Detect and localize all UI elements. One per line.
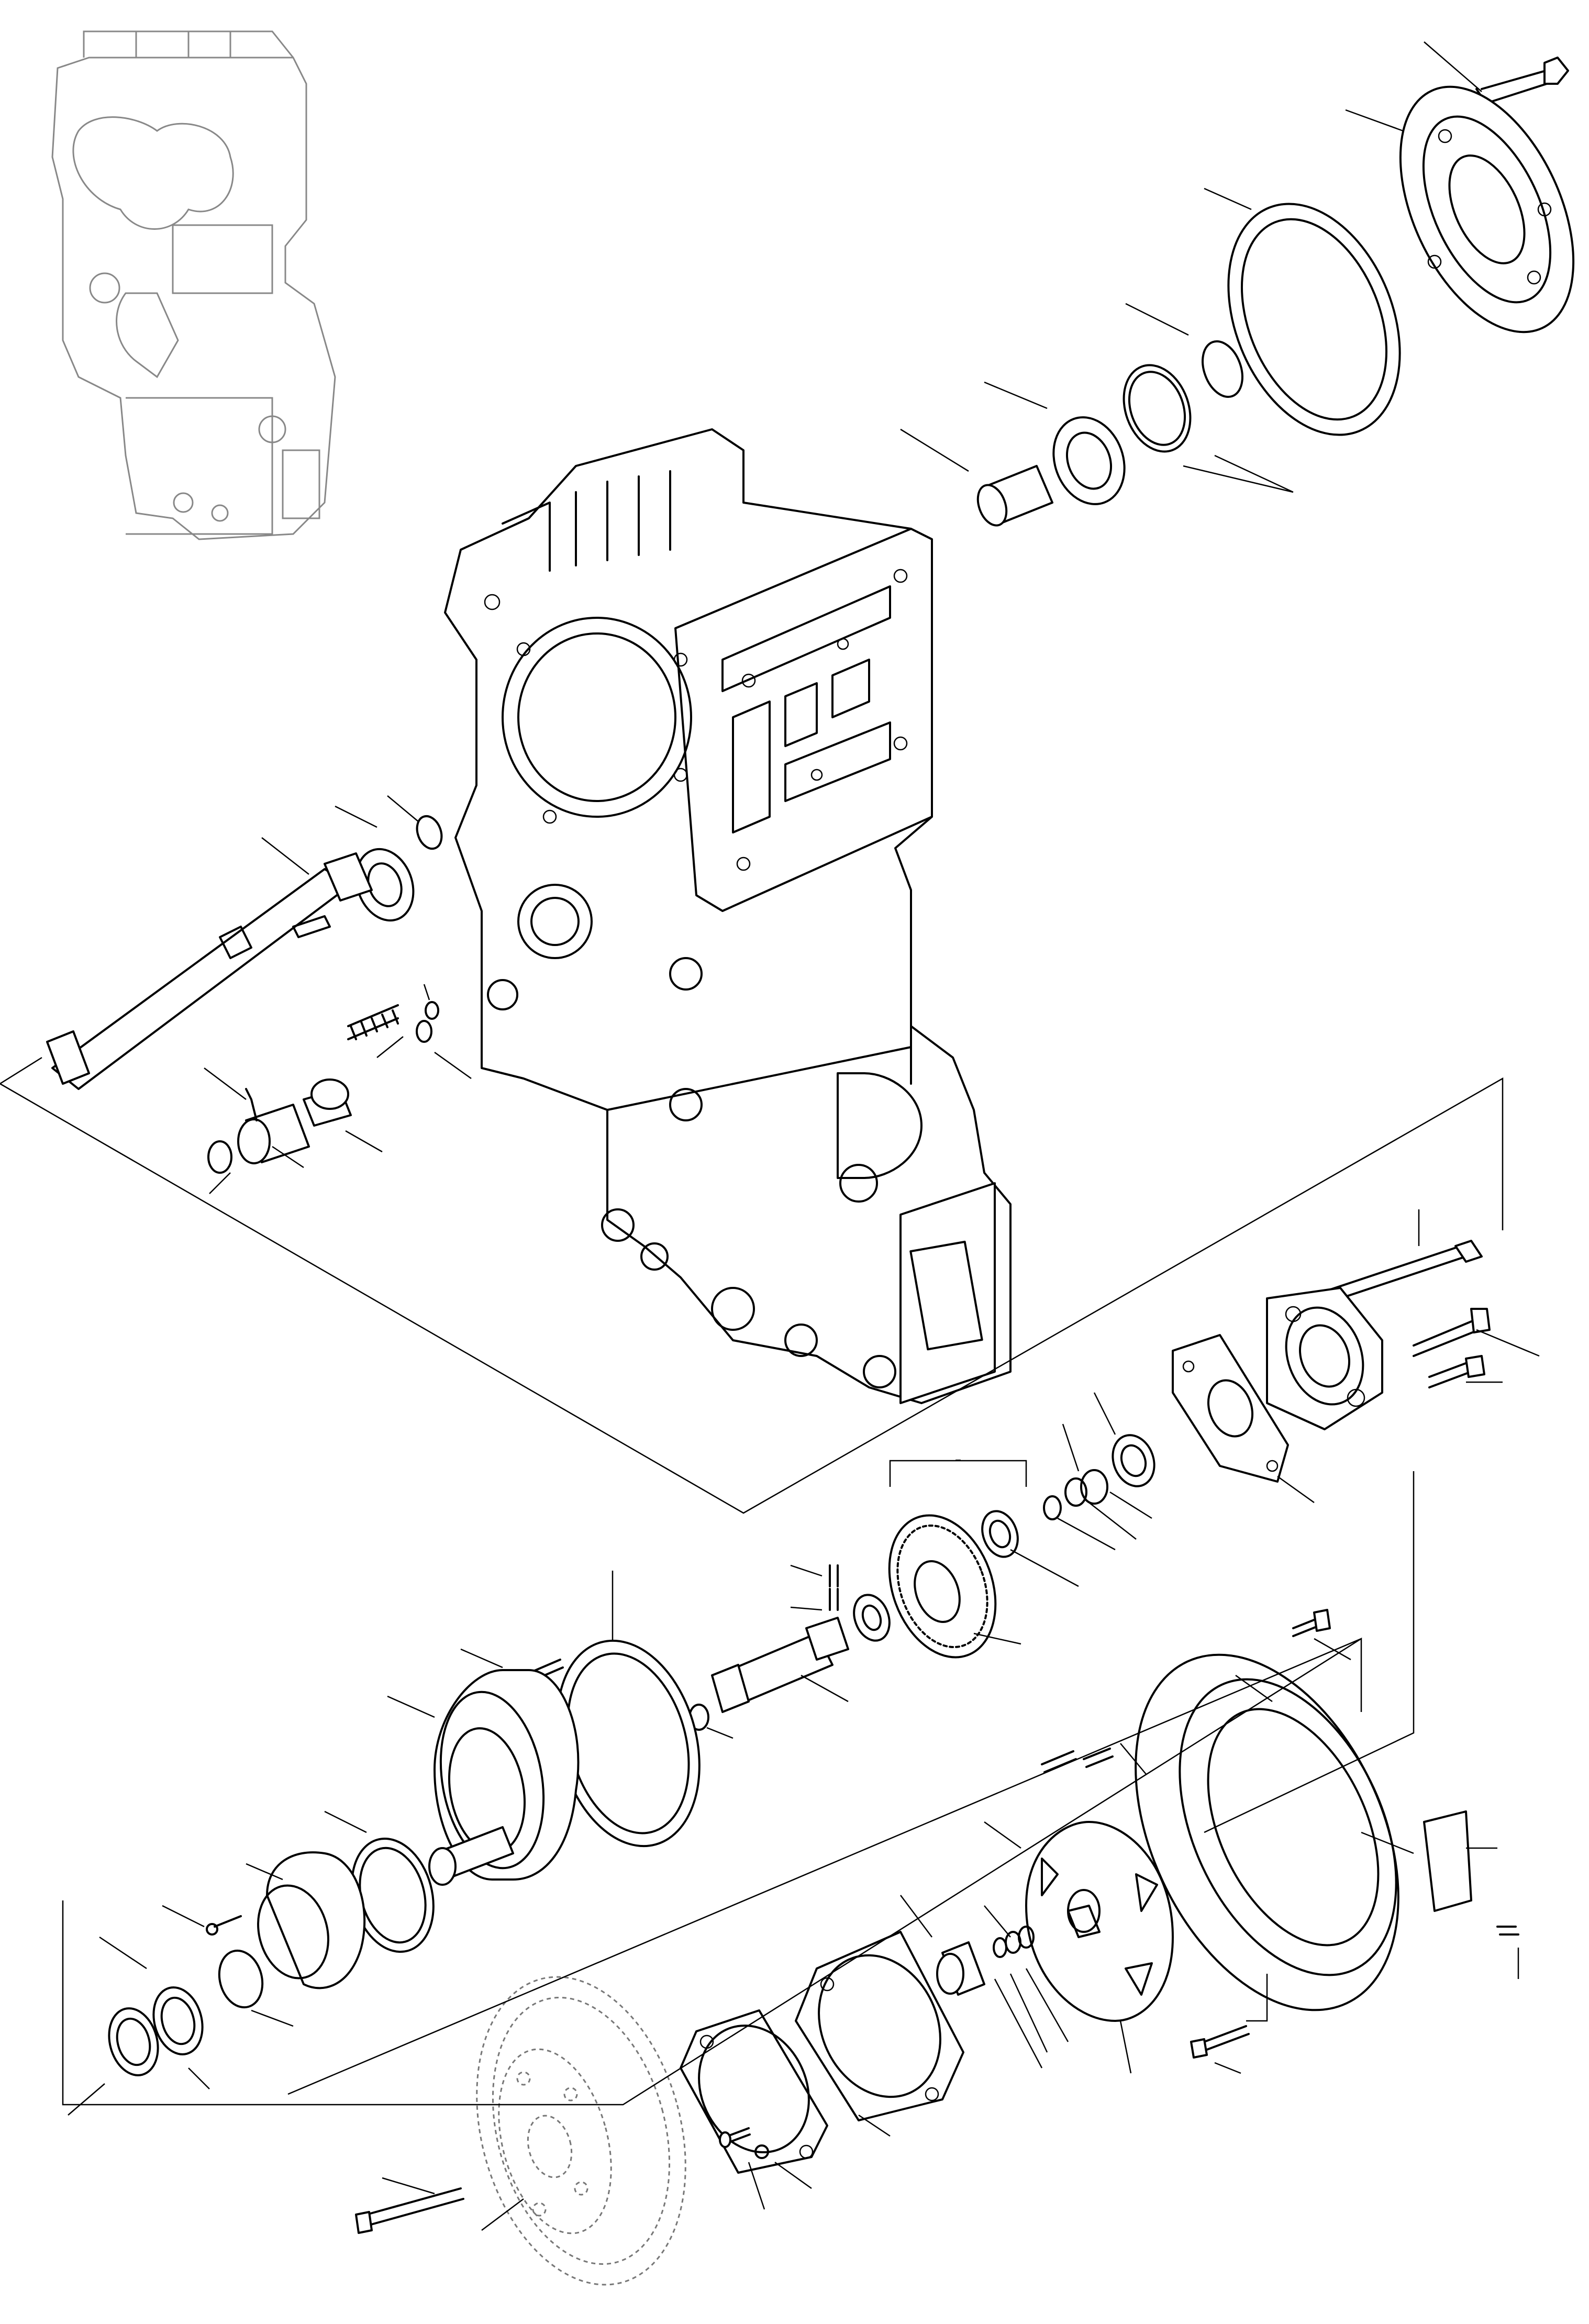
pump-flange-assembly (1062, 1209, 1540, 1540)
pump-housing-assembly (680, 1609, 1519, 2210)
assembly-guide-line (0, 1077, 1504, 1514)
rear-cover-assembly (900, 41, 1575, 527)
input-shaft-assembly (0, 795, 472, 1194)
ring-gear-phantom (355, 1976, 686, 2286)
bracket-label: - (954, 1448, 961, 1471)
group-bracket: - (889, 1448, 1027, 1487)
housing-cover-assembly (68, 1571, 701, 2116)
reference-thumbnail (51, 30, 336, 540)
transmission-housing (444, 428, 1012, 1404)
gear-shaft-assembly (460, 1495, 1116, 1739)
lower-guide-line (62, 1471, 1415, 2106)
